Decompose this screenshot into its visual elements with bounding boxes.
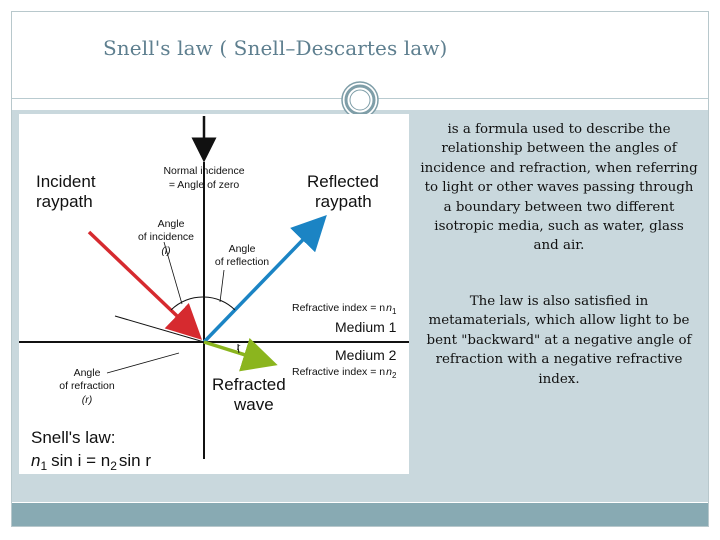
refracted-extension <box>114 315 205 343</box>
incidence-arc <box>170 296 205 311</box>
angle-incidence-label: (i) <box>161 245 170 257</box>
reflected-ray <box>202 214 327 344</box>
incidence-pointer <box>163 241 183 305</box>
angle-reflection-label: Angle <box>229 243 256 255</box>
incident-ray <box>87 230 203 340</box>
angle-refraction-label: of refraction <box>59 380 115 392</box>
snells-law-diagram: Normal incidence = Angle of zero Inciden… <box>19 114 409 474</box>
incident-label: Incident <box>36 172 96 191</box>
description-paragraph: is a formula used to describe the relati… <box>420 122 698 254</box>
refractive-index-1-label: Refractive index = nn1 <box>292 302 397 316</box>
refracted-label: Refracted <box>212 375 286 394</box>
medium-1-label: Medium 1 <box>335 319 397 335</box>
slide-title: Snell's law ( Snell–Descartes law) <box>103 36 448 60</box>
snells-law-label: Snell's law: <box>31 428 116 447</box>
angle-reflection-label: of reflection <box>215 256 269 268</box>
refraction-arc <box>237 343 240 354</box>
reflected-label: raypath <box>315 192 372 211</box>
medium-2-label: Medium 2 <box>335 347 397 363</box>
angle-incidence-label: Angle <box>158 218 185 230</box>
ring-ornament-icon <box>341 81 379 119</box>
angle-r-mark: r <box>237 342 241 352</box>
reflection-pointer <box>219 269 225 303</box>
refracted-ray <box>203 337 278 372</box>
normal-incidence-label: Normal incidence <box>163 165 244 177</box>
refraction-pointer <box>106 352 180 374</box>
angle-refraction-label: (r) <box>82 394 93 406</box>
angle-incidence-label: of incidence <box>138 231 194 243</box>
refracted-label: wave <box>233 395 274 414</box>
refractive-index-2-label: Refractive index = nn2 <box>292 366 397 380</box>
metamaterials-paragraph: The law is also satisfied in metamateria… <box>426 294 692 387</box>
bottom-bar <box>12 503 708 526</box>
normal-incidence-label: = Angle of zero <box>169 179 240 191</box>
incident-label: raypath <box>36 192 93 211</box>
reflected-label: Reflected <box>307 172 379 191</box>
reflection-arc <box>203 296 236 311</box>
angle-refraction-label: Angle <box>74 367 101 379</box>
